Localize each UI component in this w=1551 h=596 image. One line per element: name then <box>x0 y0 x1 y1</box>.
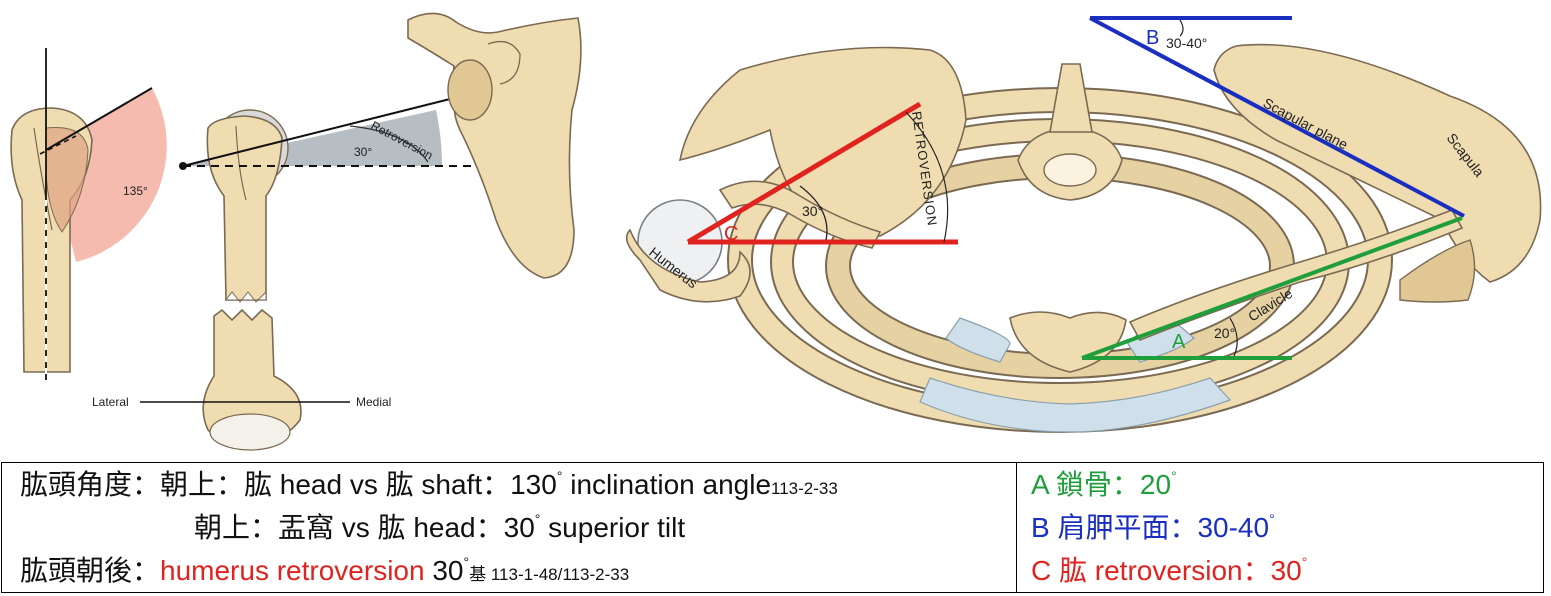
row3-text: 肱頭朝後： <box>20 555 161 586</box>
anatomy-figure: 135° Retroversion 30° Lateral Medial <box>10 12 1542 451</box>
scapula-lateral-view <box>407 12 582 279</box>
row2-degree: ° <box>534 511 541 527</box>
row-c-retroversion: C 肱 retroversion：30° <box>1017 549 1543 592</box>
a-letter: A <box>1172 331 1186 353</box>
thorax-superior-view: Humerus 30° C RETROVERSION B 30-40° Scap… <box>625 16 1542 433</box>
row-retroversion: 肱頭朝後：humerus retroversion 30°基 113-1-48/… <box>2 549 1016 592</box>
a-degree: ° <box>1171 468 1177 484</box>
row-superior-tilt: 朝上：盂窩 vs 肱 head：30° superior tilt <box>2 506 1016 549</box>
b-degree: ° <box>1269 511 1275 527</box>
row3-ref-mark: 基 <box>469 565 487 584</box>
row1-text: 肱頭角度：朝上：肱 head vs 肱 shaft：130 <box>20 469 557 500</box>
row3-degree: ° <box>463 554 470 570</box>
b-letter: B <box>1146 27 1159 49</box>
left-cell: 肱頭角度：朝上：肱 head vs 肱 shaft：130° inclinati… <box>1 462 1017 593</box>
right-cell: A 鎖骨：20° B 肩胛平面：30-40° C 肱 retroversion：… <box>1016 462 1544 593</box>
humerus-retroversion-diagram: Retroversion 30° Lateral Medial <box>92 95 515 451</box>
row3-value: 30 <box>424 555 464 586</box>
row3-red-text: humerus retroversion <box>160 555 425 586</box>
a-text: A 鎖骨：20 <box>1031 469 1172 500</box>
humerus-inclination-diagram: 135° <box>10 48 167 380</box>
row2-suffix: superior tilt <box>540 512 686 543</box>
inclination-angle-label: 135° <box>123 184 148 198</box>
c-letter: C <box>724 223 738 245</box>
medial-label: Medial <box>356 395 391 409</box>
row1-reference: 113-2-33 <box>771 479 838 498</box>
c-angle-label: 30° <box>802 203 823 219</box>
row-a-clavicle: A 鎖骨：20° <box>1017 463 1543 506</box>
lateral-label: Lateral <box>92 395 129 409</box>
a-angle-label: 20° <box>1214 325 1235 341</box>
row-b-scapular-plane: B 肩胛平面：30-40° <box>1017 506 1543 549</box>
b-angle-label: 30-40° <box>1166 35 1207 51</box>
c-text: C 肱 retroversion：30 <box>1031 555 1302 586</box>
c-degree: ° <box>1301 554 1308 570</box>
row3-reference: 113-1-48/113-2-33 <box>486 565 630 584</box>
row2-text: 朝上：盂窩 vs 肱 head：30 <box>194 512 535 543</box>
row1-suffix: inclination angle <box>562 469 772 500</box>
row1-degree: ° <box>556 468 563 484</box>
info-table: 肱頭角度：朝上：肱 head vs 肱 shaft：130° inclinati… <box>1 462 1544 593</box>
b-text: B 肩胛平面：30-40 <box>1031 512 1270 543</box>
row-inclination: 肱頭角度：朝上：肱 head vs 肱 shaft：130° inclinati… <box>2 463 1016 506</box>
retroversion-angle-label: 30° <box>354 145 372 159</box>
